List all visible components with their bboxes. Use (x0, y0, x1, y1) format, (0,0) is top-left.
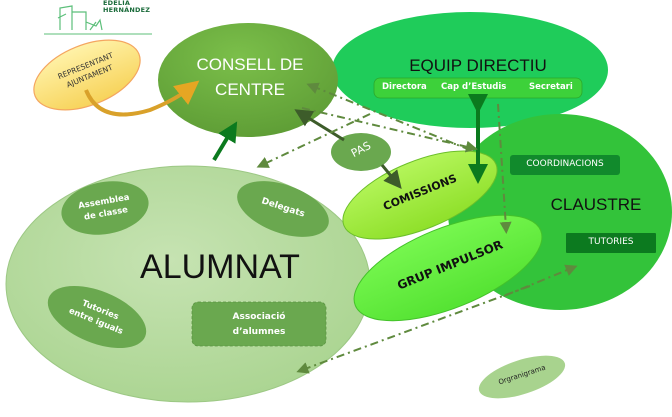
associacio-line1: Associació (232, 312, 286, 322)
dash-claustre-alumnat (296, 285, 531, 374)
coordinacions-box[interactable] (510, 155, 620, 175)
tutories-box[interactable] (566, 233, 656, 253)
comissions-node[interactable] (331, 133, 509, 257)
associacio-line2: d’alumnes (232, 327, 286, 337)
equip-directiu-node[interactable] (332, 12, 608, 128)
coordinacions-label: COORDINACIONS (526, 159, 604, 169)
dash-grup-tutories (503, 264, 578, 297)
logo-line2: HERNÁNDEZ (103, 6, 151, 14)
member-directora[interactable]: Directora (382, 82, 427, 92)
consell-line1: CONSELL DE (196, 55, 304, 74)
member-secretari[interactable]: Secretari (529, 82, 573, 92)
organigrama-button[interactable] (474, 347, 570, 407)
member-cap-estudis[interactable]: Cap d’Estudis (441, 82, 507, 92)
logo-text: EDELIA HERNÁNDEZ (103, 0, 150, 14)
arrow-pas-consell (294, 109, 345, 142)
logo-line1: EDELIA (103, 0, 131, 7)
arrow-representant-consell (84, 80, 200, 117)
alumnat-title: ALUMNAT (140, 248, 300, 286)
dashed-connectors (256, 82, 578, 374)
associacio-label: Associació d’alumnes (192, 310, 326, 340)
arrow-pas-comissions (380, 164, 402, 189)
consell-label: CONSELL DE CENTRE (180, 52, 320, 102)
arrow-alumnat-consell (212, 121, 238, 162)
consell-line2: CENTRE (215, 80, 285, 99)
equip-title: EQUIP DIRECTIU (409, 56, 547, 75)
representant-ajuntament-node[interactable] (24, 26, 150, 124)
pas-node[interactable] (331, 133, 391, 171)
claustre-title: CLAUSTRE (550, 195, 642, 214)
dash-equip-alumnat (256, 113, 371, 168)
dash-equip-grup (497, 103, 512, 234)
consell-de-centre-node[interactable] (158, 23, 338, 137)
tutories-label: TUTORIES (588, 237, 634, 247)
assemblea-node[interactable] (57, 175, 153, 241)
tutories-iguals-node[interactable] (39, 273, 155, 360)
dash-consell-claustre (301, 107, 478, 153)
dash-claustre-consell (306, 82, 471, 151)
associacio-alumnes-box[interactable] (191, 301, 327, 347)
school-logo (44, 5, 152, 35)
grup-impulsor-node[interactable] (340, 193, 555, 342)
delegats-node[interactable] (230, 170, 337, 248)
